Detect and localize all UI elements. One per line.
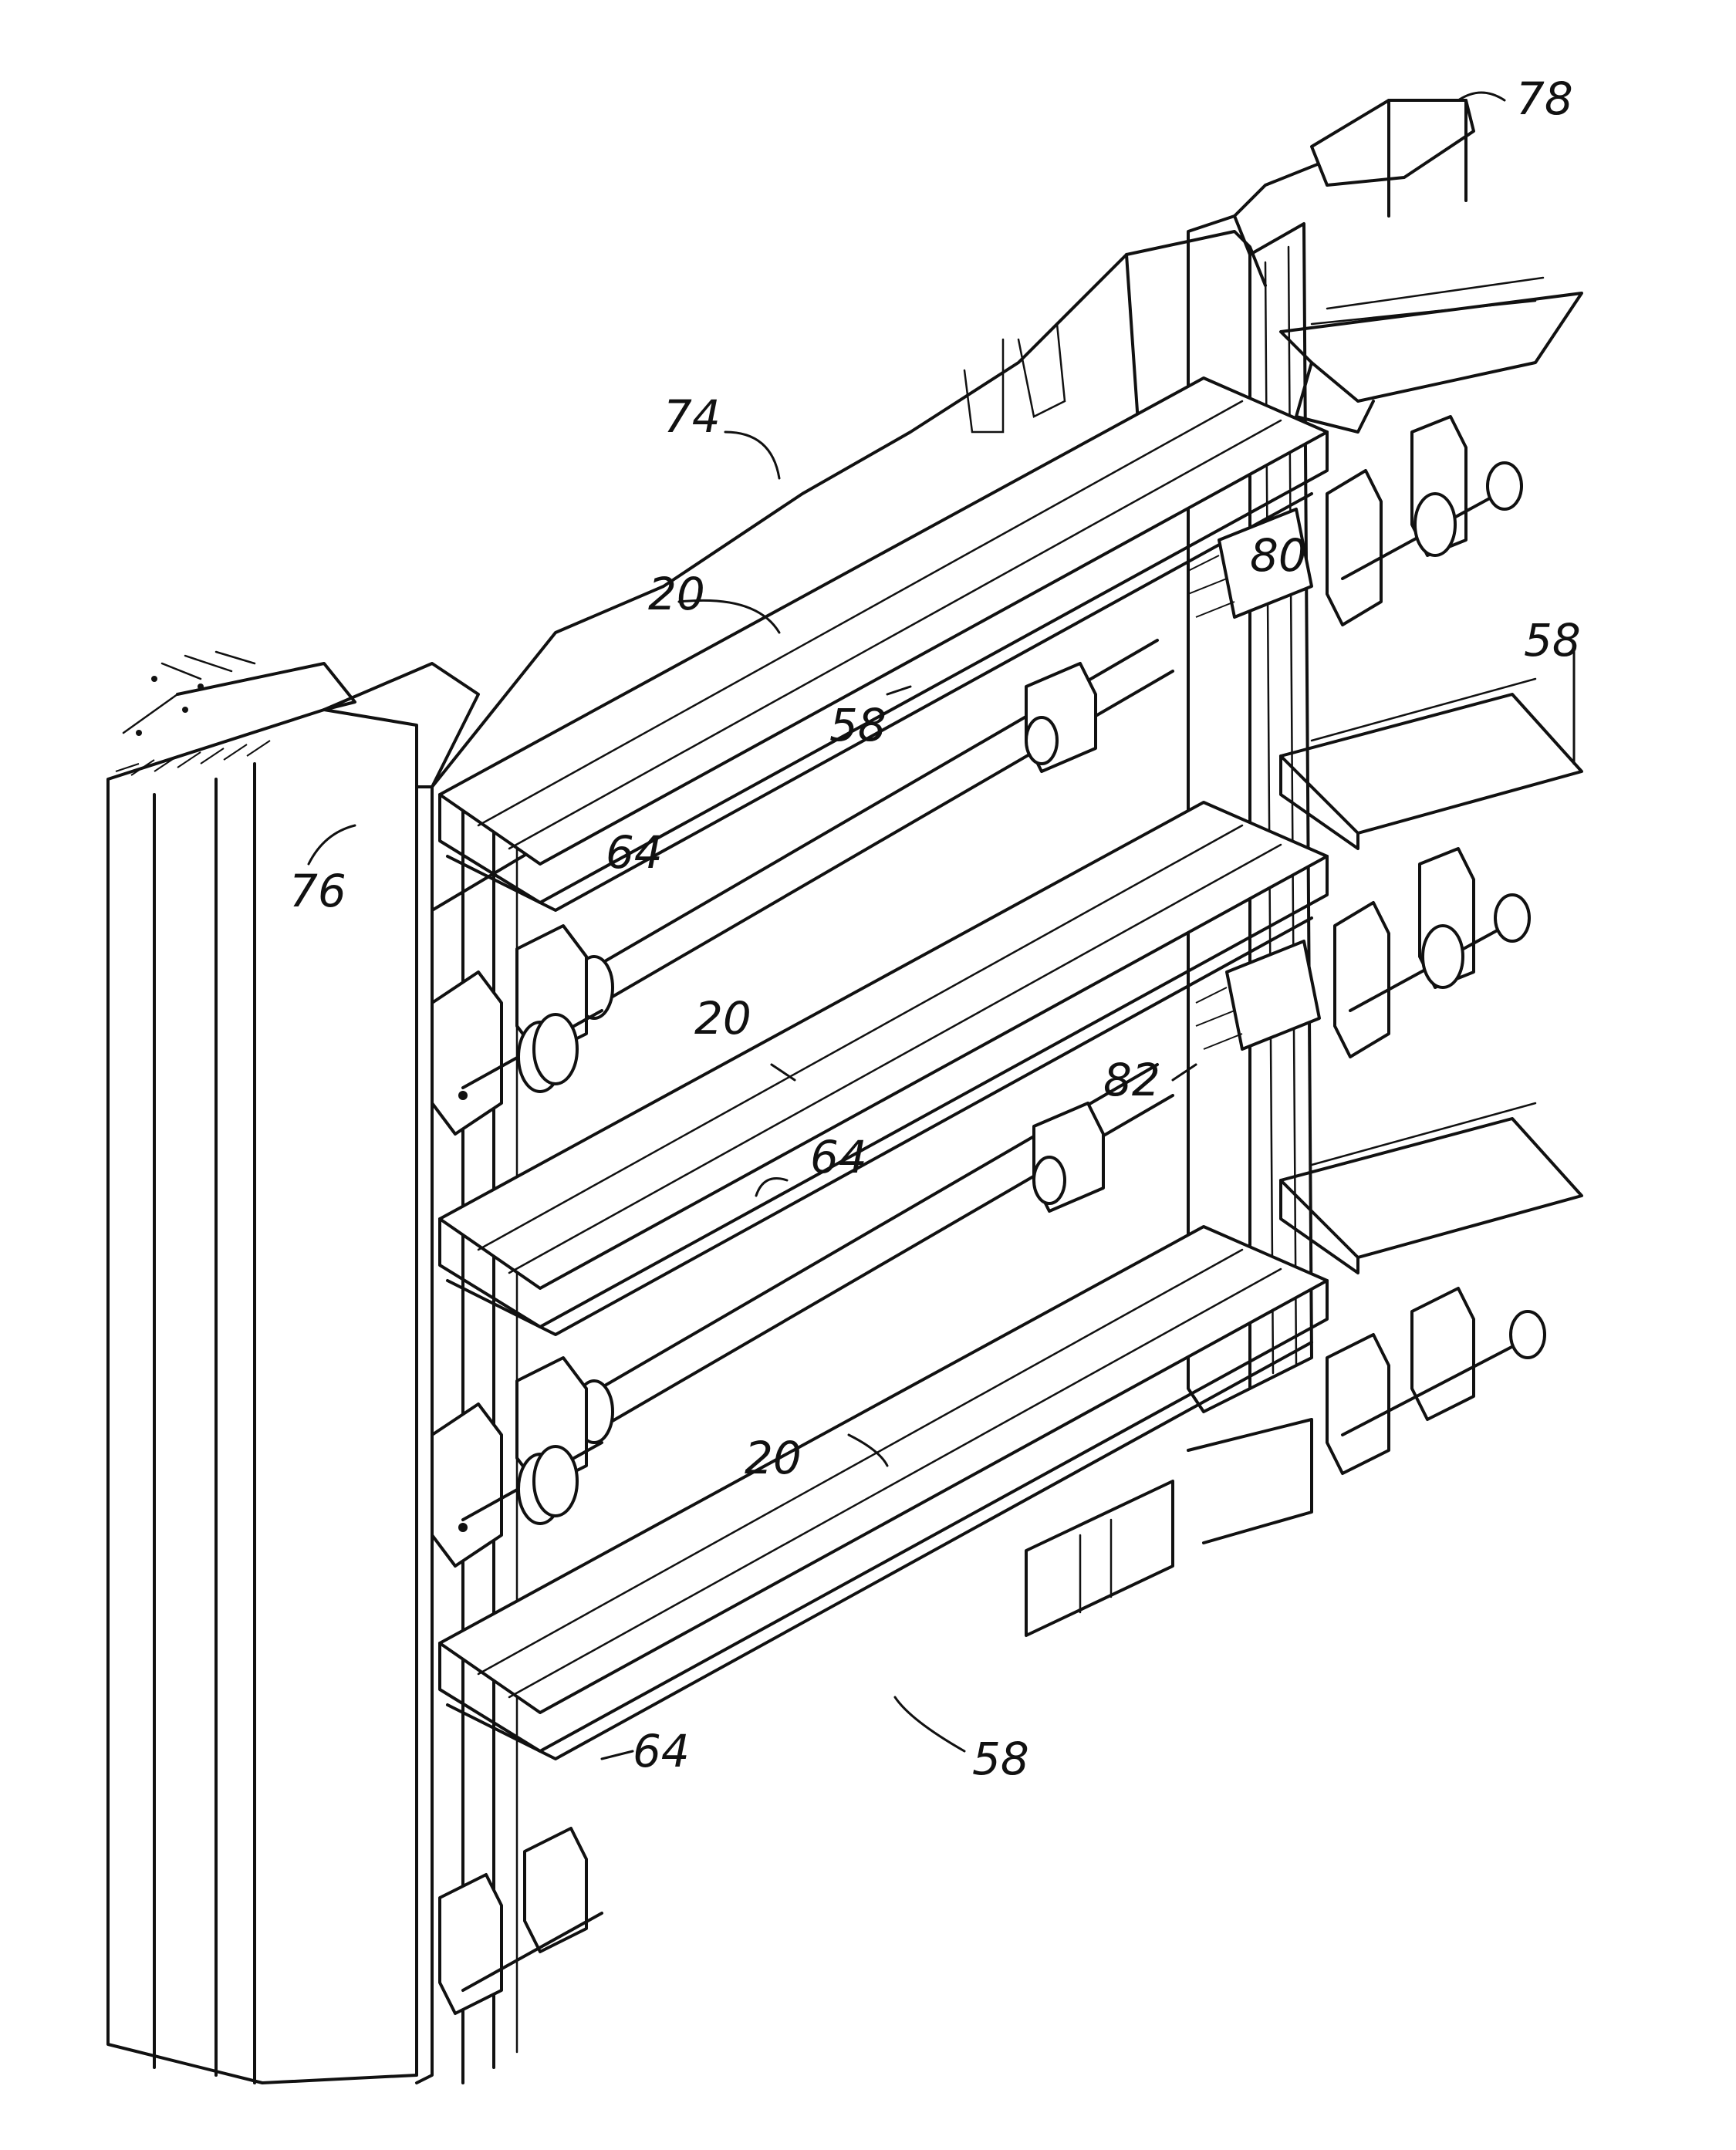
- ref-20-middle: 20: [694, 992, 751, 1045]
- ref-76: 76: [289, 865, 346, 917]
- ref-64-upper: 64: [606, 826, 663, 879]
- ref-64-middle: 64: [810, 1131, 867, 1183]
- ref-20-lower: 20: [745, 1432, 802, 1484]
- ref-58-lower: 58: [972, 1733, 1029, 1785]
- right-channel-lower: [1281, 1103, 1582, 1273]
- right-channel-middle: [1281, 679, 1582, 849]
- ref-58-right: 58: [1524, 614, 1581, 667]
- ref-64-lower: 64: [633, 1725, 690, 1777]
- clip-bracket-middle: [1034, 1103, 1103, 1211]
- bottom-center-plate: [1026, 1419, 1312, 1635]
- ref-78: 78: [1516, 73, 1573, 125]
- ref-74: 74: [664, 390, 721, 443]
- right-bracket-lower: [1327, 1288, 1545, 1473]
- ref-20-upper: 20: [648, 568, 705, 620]
- ref-80: 80: [1250, 529, 1307, 582]
- ref-82: 82: [1103, 1054, 1160, 1106]
- clip-bracket-upper: [1026, 663, 1096, 771]
- top-right-channel: [1281, 100, 1582, 432]
- ref-58-upper: 58: [829, 699, 887, 751]
- right-bracket-upper: [1327, 417, 1522, 625]
- right-bracket-middle: [1335, 849, 1529, 1057]
- left-front-post: [108, 652, 417, 2083]
